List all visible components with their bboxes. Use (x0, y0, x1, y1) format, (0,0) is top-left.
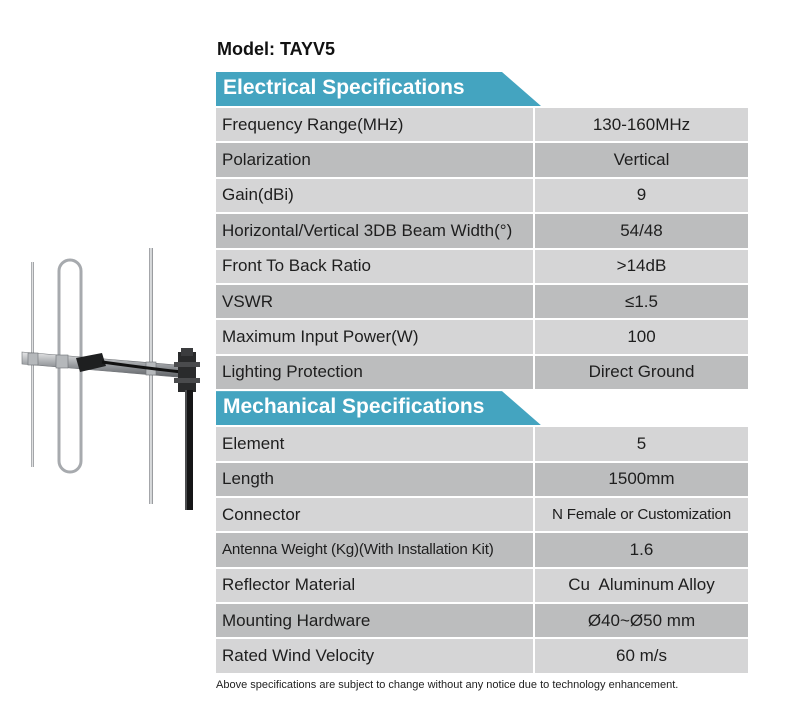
spec-row-mounting-hardware: Mounting Hardware Ø40~Ø50 mm (216, 604, 748, 638)
spec-value: 130-160MHz (535, 108, 748, 142)
electrical-specifications-header: Electrical Specifications (216, 72, 748, 106)
spec-row-vswr: VSWR ≤1.5 (216, 284, 748, 319)
spec-value: 1.6 (535, 533, 748, 567)
spec-row-rated-wind-velocity: Rated Wind Velocity 60 m/s (216, 639, 748, 673)
spec-name: VSWR (216, 284, 533, 319)
spec-row-connector: Connector N Female or Customization (216, 497, 748, 532)
spec-name: Length (216, 462, 533, 496)
section-title: Mechanical Specifications (223, 395, 485, 419)
footnote: Above specifications are subject to chan… (216, 679, 679, 691)
spec-name: Lighting Protection (216, 355, 533, 390)
spec-row-polarization: Polarization Vertical (216, 143, 748, 177)
spec-name: Element (216, 427, 533, 461)
spec-name: Gain(dBi) (216, 178, 533, 213)
spec-name: Antenna Weight (Kg)(With Installation Ki… (216, 533, 533, 567)
spec-value: Cu Aluminum Alloy (535, 568, 748, 603)
spec-value: 100 (535, 320, 748, 354)
spec-value: N Female or Customization (535, 497, 748, 532)
spec-row-gain: Gain(dBi) 9 (216, 178, 748, 213)
spec-row-beam-width: Horizontal/Vertical 3DB Beam Width(°) 54… (216, 214, 748, 248)
spec-value: ≤1.5 (535, 284, 748, 319)
spec-name: Connector (216, 497, 533, 532)
mechanical-specifications-header: Mechanical Specifications (216, 391, 748, 426)
spec-row-frequency-range: Frequency Range(MHz) 130-160MHz (216, 108, 748, 142)
spec-row-reflector-material: Reflector Material Cu Aluminum Alloy (216, 568, 748, 603)
spec-value: >14dB (535, 249, 748, 283)
spec-name: Mounting Hardware (216, 604, 533, 638)
section-title: Electrical Specifications (223, 76, 465, 99)
spec-row-front-to-back-ratio: Front To Back Ratio >14dB (216, 249, 748, 283)
spec-name: Front To Back Ratio (216, 249, 533, 283)
spec-row-element: Element 5 (216, 427, 748, 461)
spec-row-antenna-weight: Antenna Weight (Kg)(With Installation Ki… (216, 533, 748, 567)
spec-row-lighting-protection: Lighting Protection Direct Ground (216, 355, 748, 390)
spec-name: Reflector Material (216, 568, 533, 603)
spec-name: Polarization (216, 143, 533, 177)
spec-name: Horizontal/Vertical 3DB Beam Width(°) (216, 214, 533, 248)
spec-name: Frequency Range(MHz) (216, 108, 533, 142)
spec-value: Direct Ground (535, 355, 748, 390)
spec-row-max-input-power: Maximum Input Power(W) 100 (216, 320, 748, 354)
spec-value: 9 (535, 178, 748, 213)
spec-table: Electrical Specifications Frequency Rang… (216, 72, 748, 675)
spec-value: 60 m/s (535, 639, 748, 673)
spec-value: 1500mm (535, 462, 748, 496)
spec-value: 5 (535, 427, 748, 461)
spec-value: 54/48 (535, 214, 748, 248)
spec-row-length: Length 1500mm (216, 462, 748, 496)
spec-name: Rated Wind Velocity (216, 639, 533, 673)
model-title: Model: TAYV5 (217, 39, 336, 59)
spec-value: Ø40~Ø50 mm (535, 604, 748, 638)
spec-value: Vertical (535, 143, 748, 177)
yagi-antenna-illustration (21, 248, 200, 510)
spec-name: Maximum Input Power(W) (216, 320, 533, 354)
